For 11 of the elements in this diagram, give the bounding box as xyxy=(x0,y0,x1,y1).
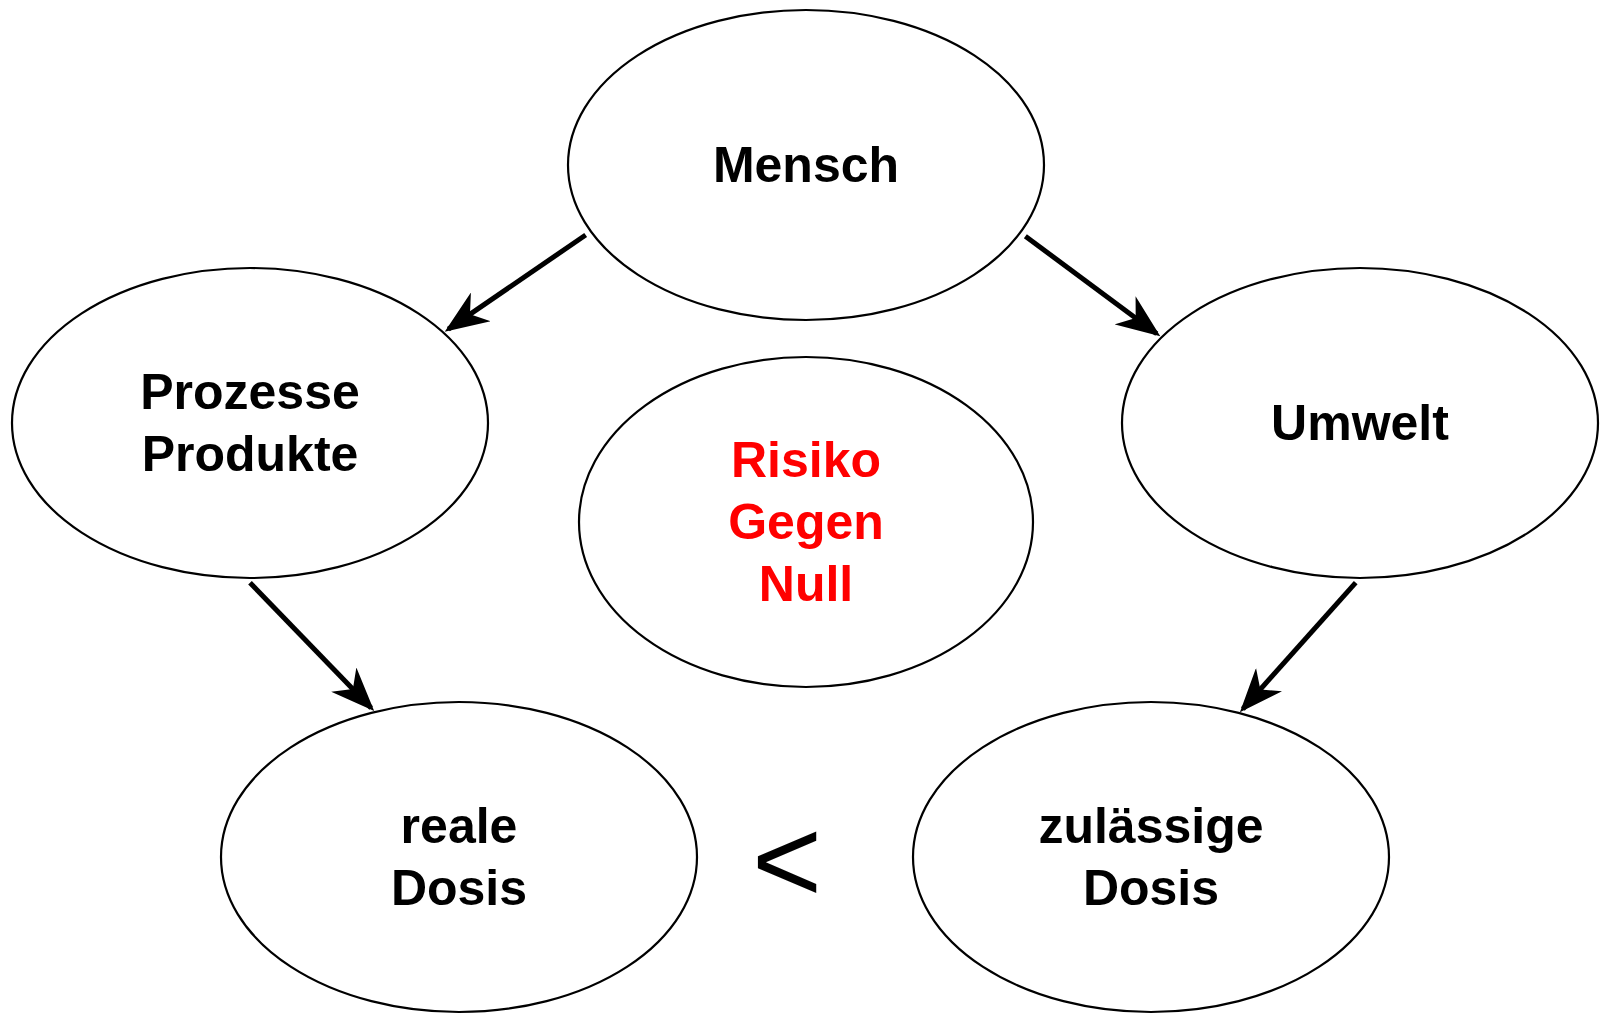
node-label: Prozesse Produkte xyxy=(139,363,361,484)
arrow xyxy=(444,232,588,332)
node-label: reale Dosis xyxy=(389,797,529,918)
node-label: Mensch xyxy=(711,136,901,195)
node-label: Risiko Gegen Null xyxy=(727,431,885,614)
arrow xyxy=(248,580,375,712)
node-label: zulässige Dosis xyxy=(1037,797,1265,918)
arrow xyxy=(1239,580,1358,713)
less-than-sign: < xyxy=(752,800,823,920)
node-label: Umwelt xyxy=(1270,394,1450,453)
arrow xyxy=(1023,234,1161,337)
